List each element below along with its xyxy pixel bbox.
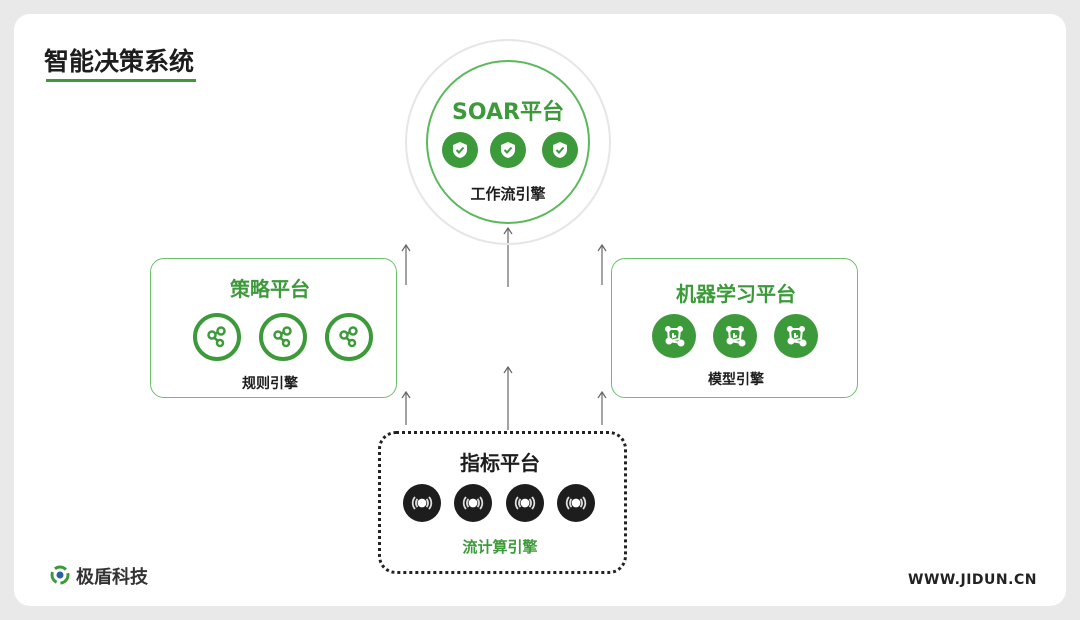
- strategy-title: 策略平台: [230, 277, 310, 301]
- arrow: [597, 243, 607, 285]
- broadcast-icon: [557, 484, 595, 522]
- ml-engine: 模型引擎: [708, 372, 764, 388]
- strategy-engine: 规则引擎: [242, 376, 298, 392]
- ml-platform: [611, 258, 858, 398]
- website-url[interactable]: WWW.JIDUN.CN: [908, 572, 1037, 588]
- metrics-platform: [378, 431, 627, 574]
- page-title: 智能决策系统: [44, 47, 195, 76]
- brand-logo-icon: [50, 565, 70, 585]
- model-graph-icon: [713, 314, 757, 358]
- arrow: [597, 390, 607, 425]
- arrow: [503, 365, 513, 430]
- broadcast-icon: [506, 484, 544, 522]
- arrow: [401, 390, 411, 425]
- metrics-title: 指标平台: [460, 451, 540, 475]
- share-nodes-icon: [325, 313, 373, 361]
- share-nodes-icon: [259, 313, 307, 361]
- broadcast-icon: [454, 484, 492, 522]
- shield-check-icon: [442, 132, 478, 168]
- soar-outer-ring: [405, 39, 611, 245]
- soar-engine: 工作流引擎: [470, 185, 546, 203]
- strategy-platform: [150, 258, 397, 398]
- metrics-engine: 流计算引擎: [462, 538, 538, 556]
- ml-title: 机器学习平台: [676, 282, 796, 306]
- share-nodes-icon: [193, 313, 241, 361]
- soar-title: SOAR平台: [452, 100, 564, 125]
- brand-name: 极盾科技: [76, 567, 148, 588]
- title-underline: [46, 79, 196, 82]
- soar-platform: [426, 60, 590, 224]
- shield-check-icon: [490, 132, 526, 168]
- model-graph-icon: [774, 314, 818, 358]
- model-graph-icon: [652, 314, 696, 358]
- broadcast-icon: [403, 484, 441, 522]
- shield-check-icon: [542, 132, 578, 168]
- arrow: [401, 243, 411, 285]
